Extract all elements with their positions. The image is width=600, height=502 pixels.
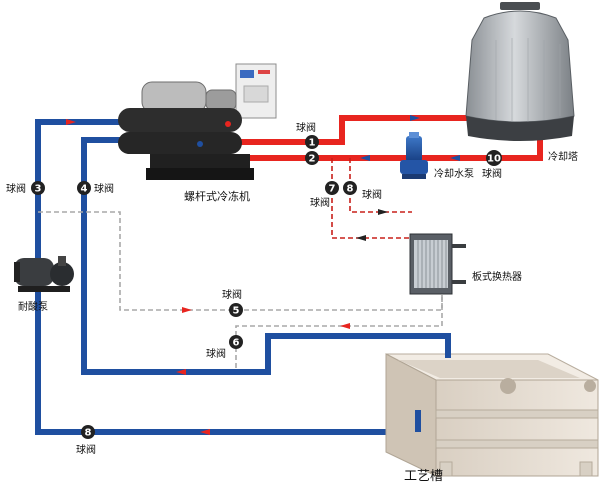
valve-3[interactable]: 3 球阀	[6, 181, 45, 195]
valve-label: 球阀	[296, 121, 316, 134]
plate-exchanger-label: 板式换热器	[472, 270, 522, 283]
chiller-condenser	[118, 108, 242, 132]
valve-label: 球阀	[76, 443, 96, 456]
flow-arrow	[360, 155, 370, 161]
valve-number: 8	[85, 428, 92, 439]
acid-pump-motor	[14, 258, 54, 286]
bypass-line-upper	[38, 211, 443, 311]
valve-number: 4	[81, 184, 88, 195]
chiller-label: 螺杆式冷冻机	[184, 189, 250, 203]
valve-number: 6	[233, 338, 240, 349]
valve-8-lower[interactable]: 8 球阀	[76, 425, 96, 456]
valve-7[interactable]: 7 球阀	[310, 181, 339, 209]
process-tank	[385, 353, 599, 477]
valve-number: 1	[309, 138, 316, 149]
acid-pump	[14, 256, 74, 292]
valve-10[interactable]: 10 球阀	[482, 150, 502, 180]
valve-label: 球阀	[206, 347, 226, 360]
valve-5[interactable]: 5 球阀	[222, 288, 243, 317]
cold-flow-arrows	[66, 119, 210, 435]
valve-label: 球阀	[310, 196, 330, 209]
valve-label: 球阀	[222, 288, 242, 301]
process-tank-label: 工艺槽	[404, 469, 443, 484]
tower-basin	[466, 116, 574, 141]
flow-arrow	[356, 235, 366, 241]
valve-label: 球阀	[482, 167, 502, 180]
valve-6[interactable]: 6 球阀	[206, 335, 243, 360]
valve-number: 7	[329, 184, 336, 195]
hot-flow-arrows	[360, 115, 460, 161]
flow-arrow	[66, 119, 76, 125]
valve-label: 球阀	[362, 188, 382, 201]
cooling-tower	[465, 2, 575, 141]
chiller-evaporator	[118, 132, 242, 154]
acid-pump-head	[50, 262, 74, 286]
valve-number: 5	[233, 306, 240, 317]
flow-arrow	[340, 323, 350, 329]
valve-1[interactable]: 1 球阀	[296, 121, 319, 149]
flow-arrow	[410, 115, 420, 121]
valve-number: 2	[309, 154, 316, 165]
flow-arrow	[378, 209, 388, 215]
valve-8-upper[interactable]: 8 球阀	[343, 181, 382, 201]
flow-arrow	[200, 429, 210, 435]
tank-front	[435, 379, 599, 477]
hot-pipe-tower-return	[238, 108, 503, 145]
chiller-base	[146, 168, 254, 180]
valve-2[interactable]: 2	[305, 151, 319, 165]
tower-fan	[500, 2, 540, 10]
plate-heat-exchanger	[409, 233, 466, 295]
chiller-compressor	[141, 81, 207, 113]
valve-label: 球阀	[6, 182, 26, 195]
tank-inlet-pipes	[415, 336, 451, 432]
cooling-tower-label: 冷却塔	[548, 150, 578, 163]
screw-chiller	[118, 63, 277, 180]
hot-pipe-tower-supply	[238, 140, 543, 161]
cooling-pump-label: 冷却水泵	[434, 167, 474, 180]
flow-arrow	[450, 155, 460, 161]
valve-number: 8	[347, 184, 354, 195]
valve-4[interactable]: 4 球阀	[77, 181, 114, 195]
flow-arrow	[176, 369, 186, 375]
cold-pipe-inner-loop	[81, 137, 451, 375]
exchanger-branch-return	[349, 158, 412, 213]
flow-arrow	[182, 307, 192, 313]
cooling-pump	[400, 132, 428, 179]
tower-shell	[465, 10, 575, 123]
acid-pump-label: 耐酸泵	[18, 300, 48, 313]
valve-label: 球阀	[94, 182, 114, 195]
valve-number: 10	[487, 154, 501, 165]
valve-number: 3	[35, 184, 42, 195]
